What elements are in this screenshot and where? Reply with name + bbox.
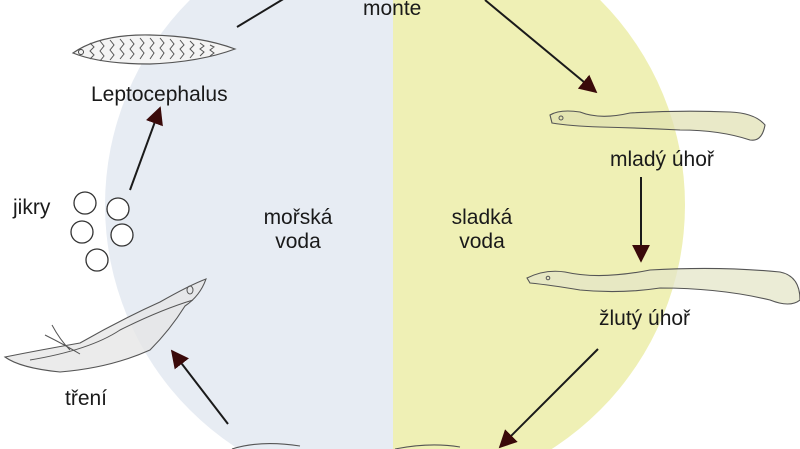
bottom-eel-right-icon: [394, 444, 461, 449]
label-sea-water: mořská voda: [248, 206, 348, 254]
label-eggs: jikry: [13, 196, 51, 219]
label-young-eel: mladý úhoř: [610, 148, 714, 171]
leptocephalus-icon: [71, 34, 237, 65]
eggs-icon: [70, 191, 134, 272]
label-yellow-eel: žlutý úhoř: [599, 307, 691, 330]
sea-water-line1: mořská: [263, 206, 333, 229]
arrow-to-leptocephalus: [236, 0, 284, 28]
arrow-yellow-down: [498, 348, 599, 449]
label-monte: monte: [363, 0, 422, 20]
arrow-top-right: [484, 0, 598, 94]
sea-water-line2: voda: [275, 230, 321, 253]
label-spawning: tření: [65, 387, 108, 410]
fresh-water-line1: sladká: [451, 206, 513, 229]
arrow-eggs-to-leptocephalus: [129, 106, 163, 191]
label-leptocephalus: Leptocephalus: [91, 83, 228, 106]
bottom-eel-left-icon: [231, 443, 301, 449]
label-fresh-water: sladká voda: [432, 206, 532, 254]
fresh-water-line2: voda: [459, 230, 505, 253]
arrow-to-spawning: [170, 349, 229, 425]
spawning-eels-icon: [3, 278, 207, 373]
young-eel-icon: [549, 110, 766, 141]
